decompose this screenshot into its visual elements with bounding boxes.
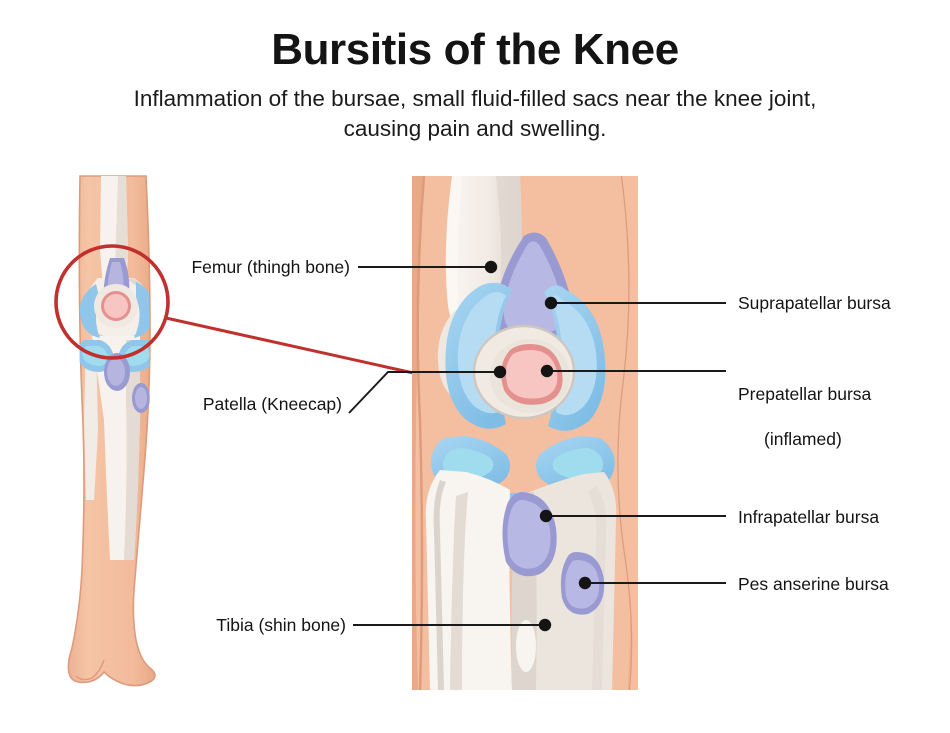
label-tibia: Tibia (shin bone): [216, 615, 346, 635]
label-suprapatellar-bursa: Suprapatellar bursa: [738, 293, 891, 313]
anchor-dot-pes-anserine: [578, 576, 592, 590]
leader-lines: [348, 266, 726, 626]
label-pes-anserine-bursa: Pes anserine bursa: [738, 574, 889, 594]
small-leg-figure: [54, 175, 473, 687]
anchor-dot-prepatellar: [540, 364, 554, 378]
main-knee-panel: [412, 176, 638, 690]
label-femur: Femur (thingh bone): [191, 257, 350, 277]
label-patella: Patella (Kneecap): [202, 394, 342, 414]
leader-line-patella: [348, 371, 500, 414]
label-infrapatellar-bursa: Infrapatellar bursa: [738, 507, 880, 527]
anchor-dot-suprapatellar: [544, 296, 558, 310]
label-prepatellar-bursa-line2: (inflamed): [764, 429, 842, 450]
label-prepatellar-bursa-line1: Prepatellar bursa: [738, 383, 872, 404]
page-subtitle: Inflammation of the bursae, small fluid-…: [133, 86, 817, 141]
anchor-dot-infrapatellar: [539, 509, 553, 523]
label-prepatellar-bursa: Prepatellar bursa (inflamed): [738, 360, 948, 451]
magnifier-circle: [54, 244, 170, 360]
anchor-dot-patella: [493, 365, 507, 379]
leader-dots: [484, 260, 592, 632]
anchor-dot-tibia: [538, 618, 552, 632]
page-title: Bursitis of the Knee: [271, 25, 679, 74]
anchor-dot-femur: [484, 260, 498, 274]
